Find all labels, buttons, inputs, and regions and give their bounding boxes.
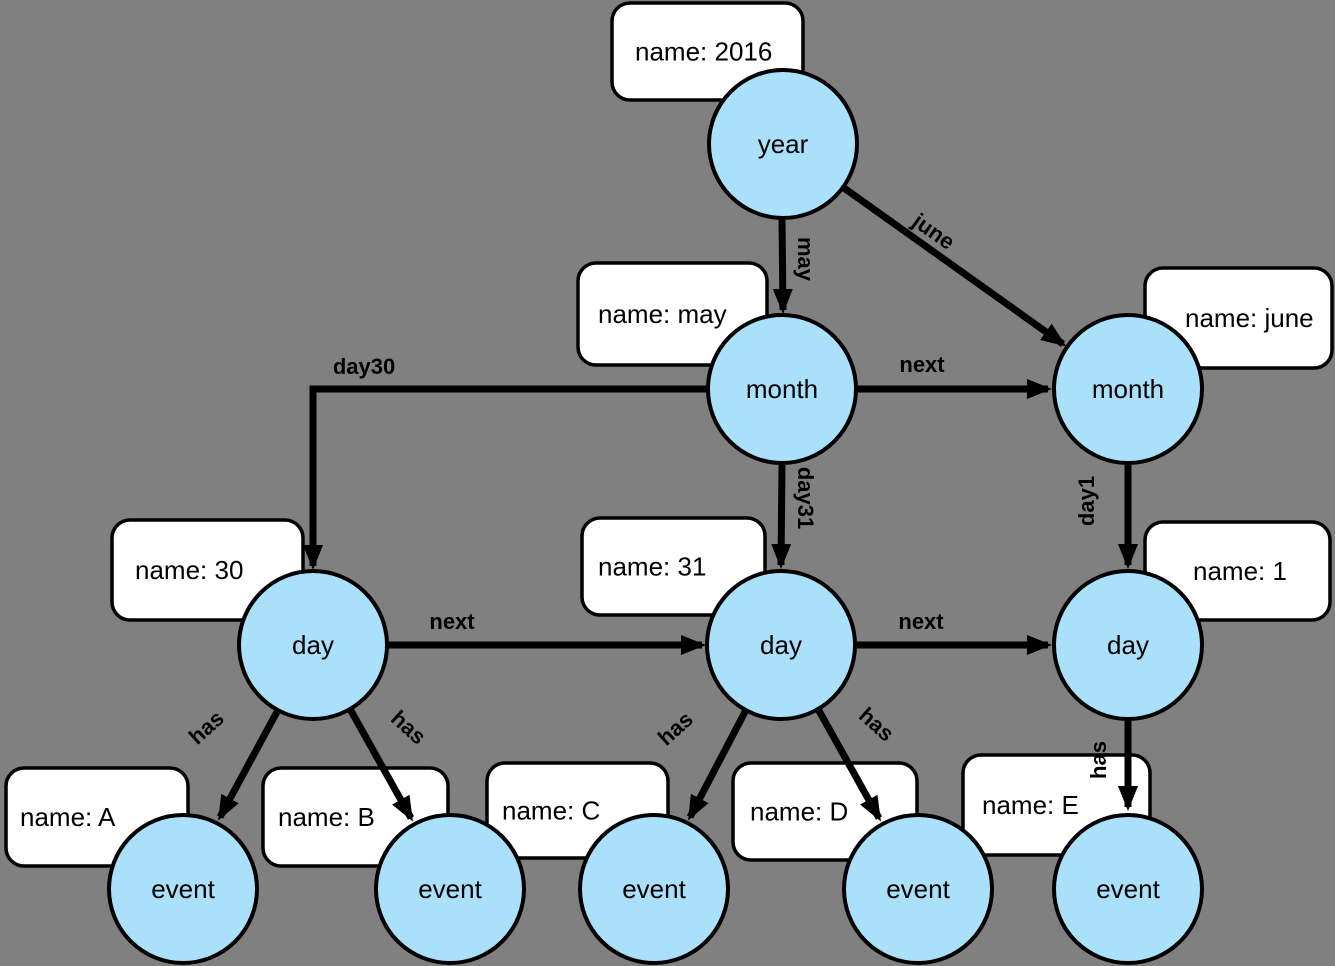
edge-label-day1-to-event-e: has: [1086, 741, 1111, 779]
node-label-event-e: event: [1096, 874, 1160, 904]
edge-label-month-may-to-day31: day31: [793, 467, 818, 529]
node-event-b[interactable]: [374, 813, 526, 965]
edge-day31-to-event-d[interactable]: [814, 707, 883, 822]
property-boxes-layer: name: 2016 name: may name: june name: 30 nam…: [4, 1, 1334, 868]
node-year[interactable]: [707, 68, 859, 220]
node-label-event-c: event: [622, 874, 686, 904]
property-box-label-name-2016: name: 2016: [635, 37, 772, 67]
property-box-label-name-b: name: B: [278, 802, 375, 832]
edge-label-day31-to-event-c: has: [653, 706, 698, 750]
edge-label-month-may-to-day30: day30: [333, 354, 395, 379]
property-box-label-name-may: name: may: [598, 299, 727, 329]
node-label-month-may: month: [746, 374, 818, 404]
node-label-event-b: event: [418, 874, 482, 904]
node-event-a[interactable]: [107, 813, 259, 965]
node-label-year: year: [758, 129, 809, 159]
edge-label-day30-to-event-a: has: [184, 705, 229, 749]
edges-layer: [216, 185, 1138, 822]
property-box-label-name-31: name: 31: [598, 552, 706, 582]
node-label-event-d: event: [886, 874, 950, 904]
edge-year-to-month-june[interactable]: [841, 185, 1067, 347]
edge-day30-to-event-b[interactable]: [346, 707, 415, 822]
property-box-label-name-a: name: A: [20, 802, 116, 832]
edge-label-day30-to-event-b: has: [386, 705, 431, 749]
edge-day30-to-event-a[interactable]: [216, 708, 282, 821]
node-label-day-31: day: [760, 630, 802, 660]
node-event-d[interactable]: [842, 813, 994, 965]
node-month-may[interactable]: [706, 313, 858, 465]
edge-month-may-to-day31[interactable]: [771, 464, 792, 569]
node-label-event-a: event: [151, 874, 215, 904]
property-box-label-name-june: name: june: [1185, 303, 1314, 333]
property-box-name-may[interactable]: [576, 261, 769, 367]
node-event-c[interactable]: [578, 813, 730, 965]
edge-label-day31-to-event-d: has: [854, 702, 899, 746]
property-box-label-name-e: name: E: [982, 790, 1079, 820]
edge-label-day30-to-day31: next: [429, 609, 475, 634]
property-box-label-name-1: name: 1: [1193, 556, 1287, 586]
edge-label-day31-to-day1: next: [898, 609, 944, 634]
property-box-label-name-30: name: 30: [135, 555, 243, 585]
edge-label-month-june-to-day1: day1: [1074, 476, 1099, 526]
nodes-layer: year month month day day day event event event ev…: [107, 68, 1204, 965]
property-box-label-name-c: name: C: [502, 796, 600, 826]
edge-day31-to-event-c[interactable]: [686, 708, 750, 821]
edge-label-year-to-month-may: may: [793, 237, 818, 282]
edge-month-may-to-day30[interactable]: [303, 385, 707, 570]
node-label-day-30: day: [292, 630, 334, 660]
node-day-30[interactable]: [237, 569, 389, 721]
property-box-name-31[interactable]: [580, 516, 767, 617]
node-month-june[interactable]: [1052, 313, 1204, 465]
node-day-1[interactable]: [1052, 569, 1204, 721]
node-label-day-1: day: [1107, 630, 1149, 660]
node-day-31[interactable]: [705, 569, 857, 721]
node-event-e[interactable]: [1052, 813, 1204, 965]
edge-label-month-may-to-june: next: [899, 352, 945, 377]
node-label-month-june: month: [1092, 374, 1164, 404]
property-box-label-name-d: name: D: [750, 797, 848, 827]
edge-year-to-month-may[interactable]: [772, 219, 793, 314]
